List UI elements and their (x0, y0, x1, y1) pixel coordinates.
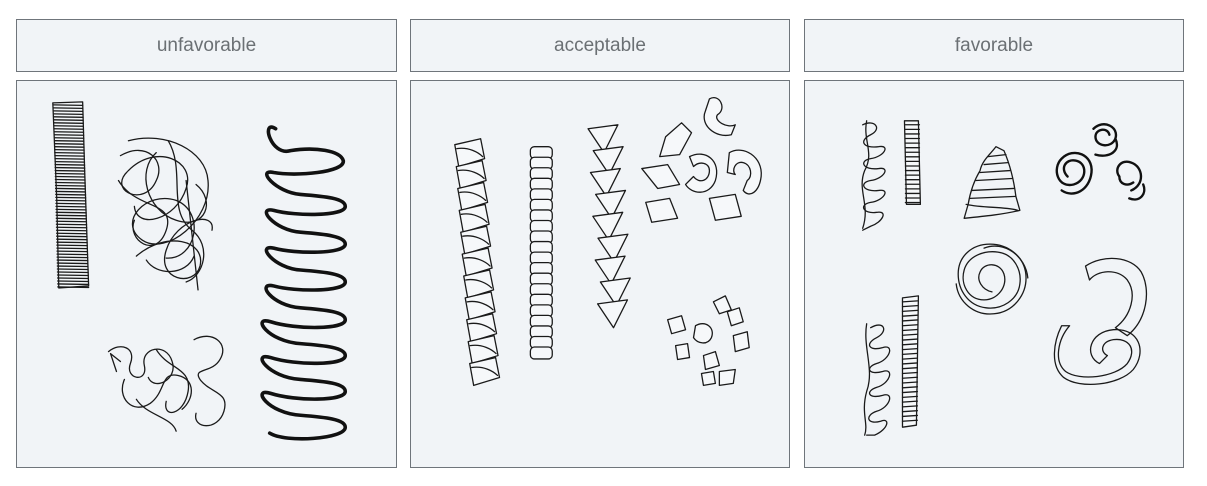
panel-acceptable (410, 80, 790, 468)
chip-stroke (901, 343, 919, 346)
small-spiral-chips-icon (1055, 123, 1146, 201)
chip-stroke (901, 300, 919, 303)
chip-stroke (461, 247, 493, 277)
chip-stroke (592, 146, 624, 176)
chip-stroke (901, 347, 919, 351)
chip-stroke (466, 313, 498, 343)
chip-stroke (901, 376, 919, 379)
chip-stroke (599, 277, 631, 307)
chip-stroke (901, 371, 919, 375)
chip-stroke (460, 213, 488, 223)
chip-stroke (454, 138, 486, 168)
short-ribbon-chip-icon (903, 120, 922, 206)
panel-unfavorable (16, 80, 397, 468)
chip-stroke (455, 159, 487, 190)
chip-stroke (901, 362, 919, 365)
chip-stroke (901, 367, 919, 370)
chip-stroke (459, 191, 487, 202)
chip-stroke (901, 410, 919, 413)
chip-stroke (901, 319, 919, 322)
chip-stroke (901, 309, 919, 313)
round-spiral-chip-icon (955, 243, 1029, 315)
chip-stroke (457, 169, 485, 180)
chip-stroke (901, 295, 920, 428)
chip-stroke (467, 335, 499, 365)
header-favorable: favorable (804, 19, 1184, 72)
favorable-chips-illustration (861, 120, 1148, 436)
chip-stroke (901, 414, 919, 418)
chip-stroke (462, 235, 490, 245)
short-helical-chip-icon (861, 120, 886, 231)
ribbed-strip-chip-icon (901, 295, 920, 428)
chip-stroke (901, 419, 919, 422)
header-acceptable: acceptable (410, 19, 790, 72)
chip-stroke (901, 400, 919, 403)
compact-helical-chip-icon (863, 323, 891, 436)
c-shaped-chips-icon (641, 97, 762, 223)
shell-chip-icon (963, 146, 1021, 219)
unfavorable-chips-illustration (52, 101, 348, 441)
chip-stroke (594, 189, 627, 219)
chip-stroke (901, 352, 919, 356)
chip-stroke (901, 386, 919, 389)
chip-stroke (901, 304, 919, 308)
chip-stroke (901, 324, 919, 327)
chip-stroke (460, 225, 492, 255)
long-spring-chip-icon (260, 125, 348, 441)
chip-stroke (592, 211, 624, 241)
chip-stroke (464, 291, 496, 321)
panel-favorable (804, 80, 1184, 468)
chip-stroke (471, 366, 499, 377)
chip-stroke (466, 300, 494, 311)
hook-spiral-chip-icon (1053, 257, 1148, 386)
chip-stroke (458, 203, 490, 233)
chip-stroke (594, 255, 626, 285)
chip-stroke (901, 390, 919, 394)
ribbon-chip-icon (52, 101, 90, 289)
chip-stroke (596, 299, 629, 329)
chip-stroke (468, 322, 496, 333)
chip-stroke (457, 181, 489, 211)
chip-stroke (901, 333, 919, 336)
tight-coil-chip-icon (529, 146, 553, 360)
acceptable-chips-illustration (454, 97, 762, 387)
chip-stroke (901, 338, 919, 341)
chip-stroke (456, 147, 484, 158)
small-tangled-chip-icon (107, 335, 226, 432)
chip-stroke (901, 314, 919, 317)
conical-chip-icon (587, 124, 631, 329)
snarled-chip-icon (117, 137, 213, 291)
chip-stroke (587, 124, 619, 154)
chip-stroke (901, 381, 919, 384)
ribbon-coil-chip-icon (454, 138, 501, 387)
small-fragment-chips-icon (666, 295, 750, 387)
chip-stroke (901, 405, 919, 408)
chip-stroke (901, 357, 919, 360)
chip-stroke (463, 269, 495, 299)
chip-stroke (469, 344, 497, 355)
chip-stroke (903, 120, 922, 206)
chip-stroke (597, 233, 629, 263)
chip-stroke (463, 257, 491, 267)
chip-stroke (589, 167, 621, 198)
header-unfavorable: unfavorable (16, 19, 397, 72)
chip-stroke (469, 356, 501, 387)
chip-stroke (465, 278, 493, 289)
chip-segment (529, 346, 553, 360)
chip-stroke (901, 328, 919, 332)
chip-stroke (901, 395, 919, 398)
